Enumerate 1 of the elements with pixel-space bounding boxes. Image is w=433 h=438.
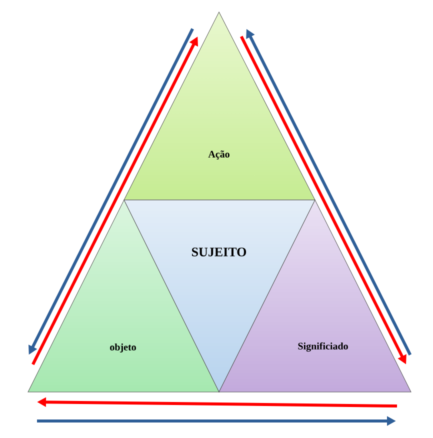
triangle: Ação xyxy=(124,12,316,200)
